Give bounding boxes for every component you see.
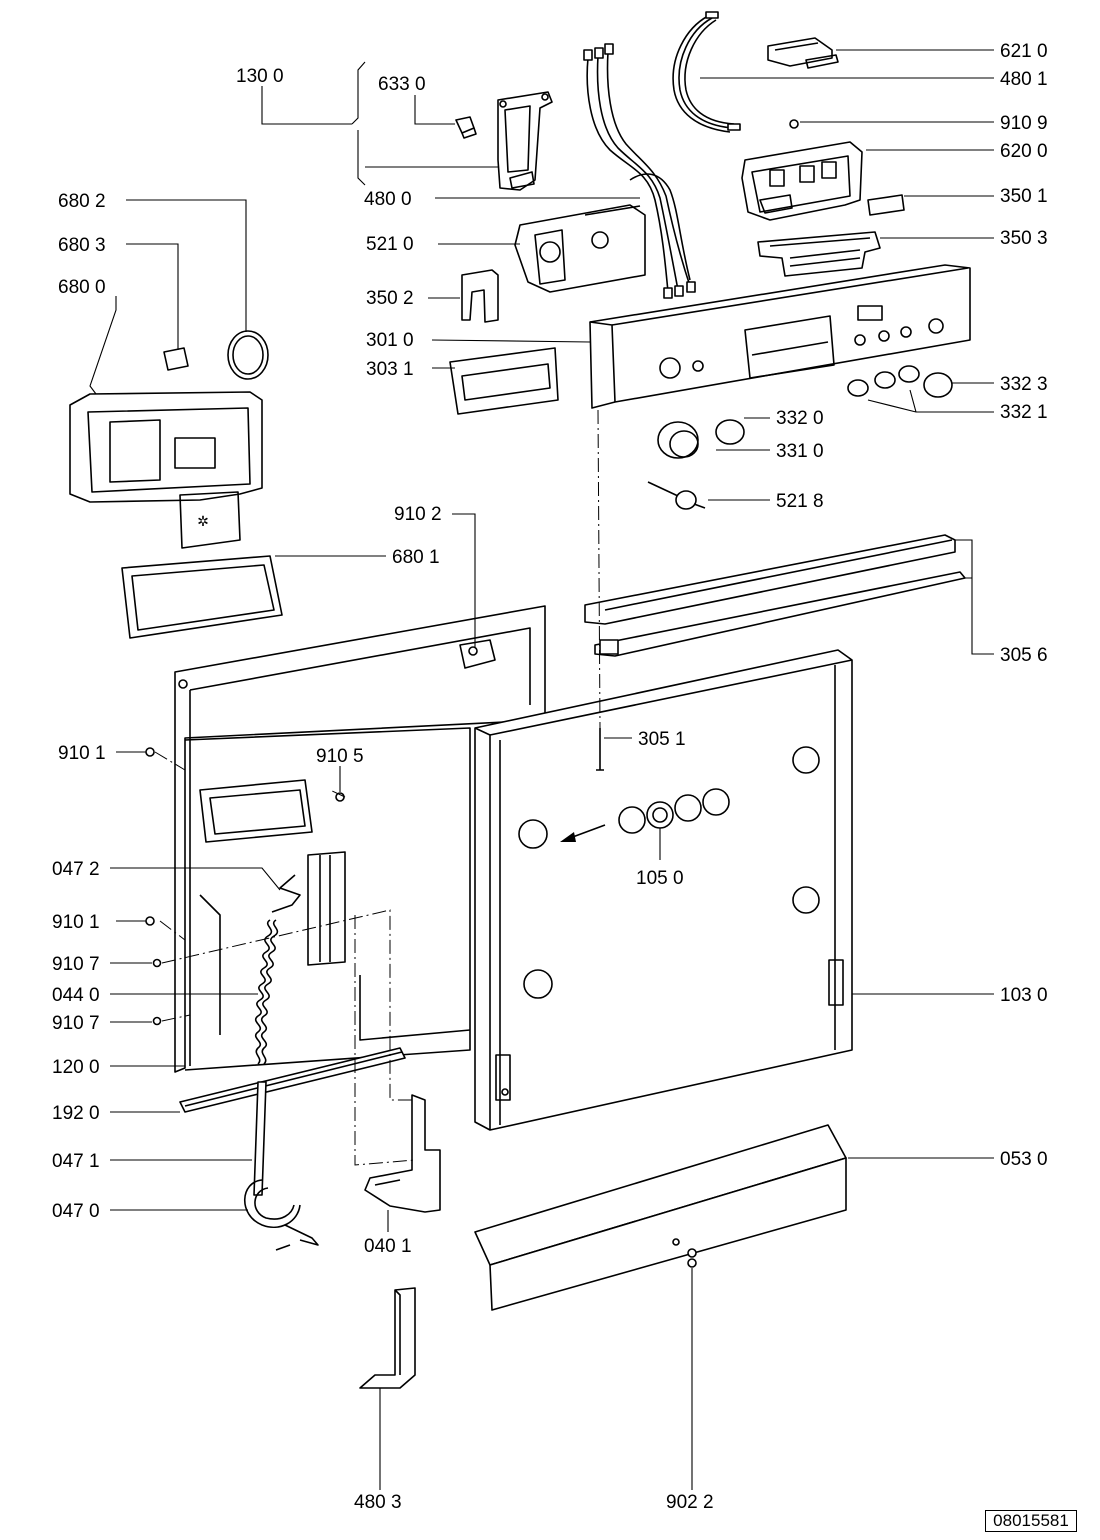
part-332-0-knob — [715, 419, 745, 445]
label-910-5: 910 5 — [316, 746, 364, 767]
label-620-0: 620 0 — [1000, 141, 1048, 162]
label-521-0: 521 0 — [366, 234, 414, 255]
part-680-3-clip — [163, 347, 189, 371]
part-910-9-screw — [789, 119, 799, 129]
part-350-1-cover — [867, 194, 905, 216]
label-332-0: 332 0 — [776, 408, 824, 429]
part-305-1-pin — [596, 728, 604, 771]
part-620-0-module — [741, 141, 863, 221]
label-902-2: 902 2 — [666, 1492, 714, 1513]
assembly-lines — [154, 409, 601, 1166]
label-192-0: 192 0 — [52, 1103, 100, 1124]
label-910-9: 910 9 — [1000, 113, 1048, 134]
part-040-1-bracket — [364, 1094, 441, 1213]
part-103-0-outer-door — [474, 649, 853, 1131]
part-350-3-connector — [757, 231, 881, 277]
label-680-0: 680 0 — [58, 277, 106, 298]
label-910-2: 910 2 — [394, 504, 442, 525]
label-680-1: 680 1 — [392, 547, 440, 568]
label-303-1: 303 1 — [366, 359, 414, 380]
part-480-1-cable — [672, 11, 741, 133]
svg-text:✲: ✲ — [197, 513, 209, 529]
label-621-0: 621 0 — [1000, 41, 1048, 62]
part-680-1-gasket — [121, 555, 283, 639]
label-044-0: 044 0 — [52, 985, 100, 1006]
label-910-7-upper: 910 7 — [52, 954, 100, 975]
part-633-0-switch — [455, 116, 477, 139]
part-910-7-screw-upper — [152, 958, 162, 968]
label-350-2: 350 2 — [366, 288, 414, 309]
label-130-0: 130 0 — [236, 66, 284, 87]
label-480-0: 480 0 — [364, 189, 412, 210]
part-332-1-knobs — [847, 365, 920, 397]
part-680-0-dispenser: ✲ — [69, 391, 263, 549]
part-047-0-hinge — [243, 1179, 319, 1251]
part-910-1-screw-lower — [145, 916, 155, 926]
part-305-6-strips — [584, 534, 966, 657]
label-040-1: 040 1 — [364, 1236, 412, 1257]
label-331-0: 331 0 — [776, 441, 824, 462]
label-350-3: 350 3 — [1000, 228, 1048, 249]
part-910-2-screw — [468, 646, 478, 656]
part-303-1-handle — [449, 347, 559, 415]
document-id: 08015581 — [985, 1510, 1077, 1532]
label-305-6: 305 6 — [1000, 645, 1048, 666]
part-044-0-spring — [254, 874, 301, 1065]
part-331-0-knob — [657, 421, 699, 459]
label-910-1-upper: 910 1 — [58, 743, 106, 764]
label-301-0: 301 0 — [366, 330, 414, 351]
label-680-2: 680 2 — [58, 191, 106, 212]
part-053-0-plinth — [474, 1124, 847, 1311]
label-103-0: 103 0 — [1000, 985, 1048, 1006]
label-053-0: 053 0 — [1000, 1149, 1048, 1170]
part-902-2-screw — [687, 1248, 697, 1268]
label-332-1: 332 1 — [1000, 402, 1048, 423]
part-105-0-grommets — [560, 788, 730, 842]
part-192-0-rail — [179, 1047, 406, 1113]
part-120-0-inner-panel — [174, 605, 546, 1073]
part-480-3-bracket — [359, 1287, 416, 1389]
label-047-2: 047 2 — [52, 859, 100, 880]
label-305-1: 305 1 — [638, 729, 686, 750]
part-521-8-sensor — [647, 481, 706, 510]
part-621-0-connector — [767, 37, 839, 69]
part-332-3-knob — [923, 372, 953, 398]
part-521-0-electronic-module — [514, 204, 646, 293]
label-521-8: 521 8 — [776, 491, 824, 512]
part-047-1-rod — [253, 1081, 267, 1196]
label-332-3: 332 3 — [1000, 374, 1048, 395]
label-633-0: 633 0 — [378, 74, 426, 95]
label-680-3: 680 3 — [58, 235, 106, 256]
label-910-1-lower: 910 1 — [52, 912, 100, 933]
label-910-7-lower: 910 7 — [52, 1013, 100, 1034]
part-910-1-screw-upper — [145, 747, 155, 757]
part-680-2-seal — [227, 330, 269, 380]
leader-lines — [89, 49, 994, 1490]
part-480-0-lock-bracket — [497, 91, 553, 191]
callout-labels: 130 0 633 0 480 0 680 2 680 3 680 0 521 … — [52, 41, 1048, 1513]
label-350-1: 350 1 — [1000, 186, 1048, 207]
part-350-2-clip — [461, 269, 499, 323]
part-910-7-screw-lower — [152, 1016, 162, 1026]
label-480-1: 480 1 — [1000, 69, 1048, 90]
label-047-1: 047 1 — [52, 1151, 100, 1172]
part-301-0-control-panel — [589, 264, 971, 409]
label-480-3: 480 3 — [354, 1492, 402, 1513]
label-120-0: 120 0 — [52, 1057, 100, 1078]
part-cable-harness — [583, 43, 696, 299]
label-105-0: 105 0 — [636, 868, 684, 889]
label-047-0: 047 0 — [52, 1201, 100, 1222]
